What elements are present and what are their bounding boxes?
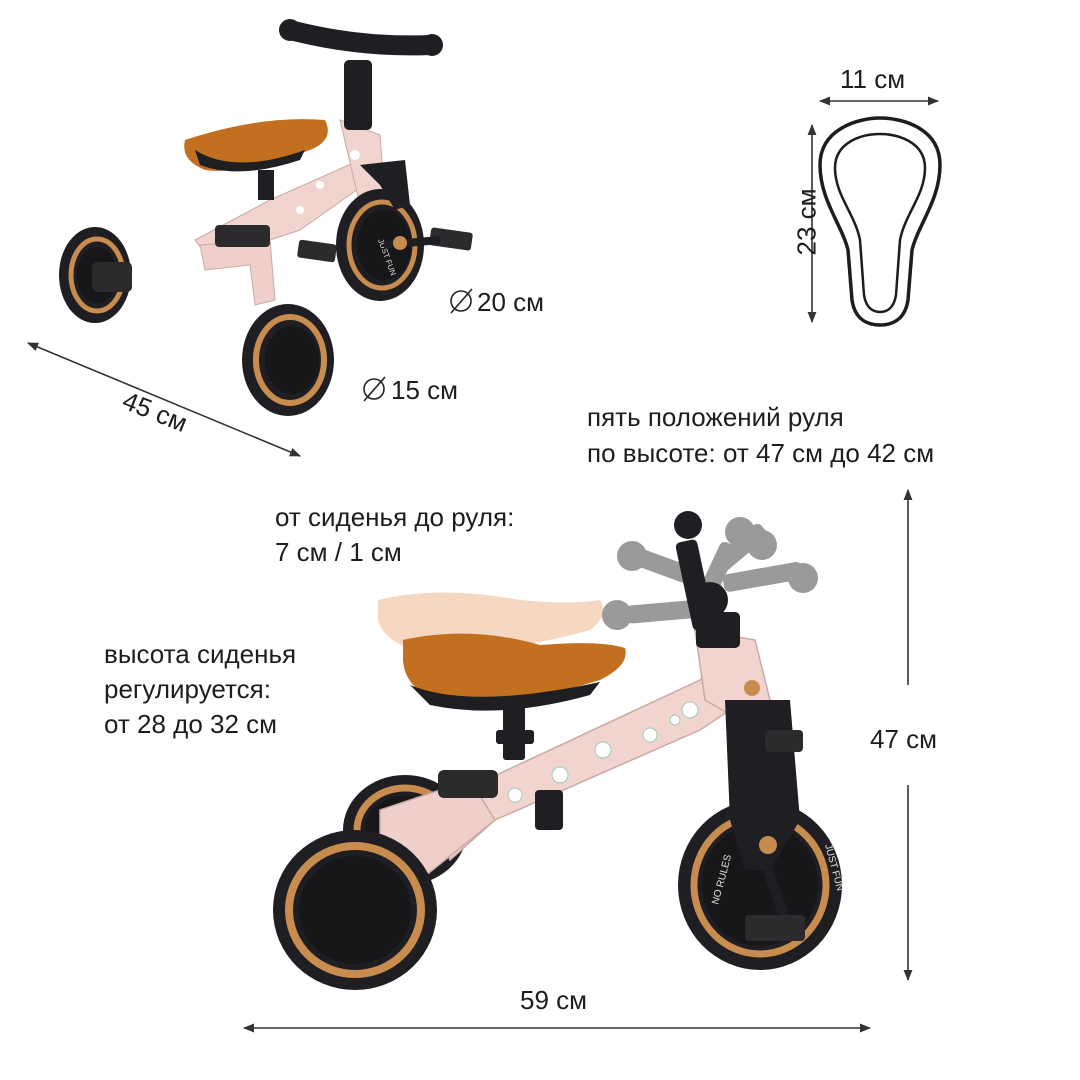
total-length-label: 59 см (520, 985, 588, 1015)
seat-outline (818, 116, 942, 327)
diameter-15-icon (363, 376, 386, 402)
seat-length-label: 23 см (791, 188, 822, 256)
rear-wheel-diameter-label: 15 см (391, 375, 459, 405)
diameter-20-icon (450, 288, 473, 314)
top-rear-left-wheel (59, 227, 132, 323)
dim-line-45 (26, 342, 302, 457)
total-height-label: 47 см (870, 724, 938, 754)
front-wheel-diameter-label: 20 см (477, 287, 545, 317)
top-bike: JUST FUN (59, 19, 473, 416)
handlebar-positions-line2: по высоте: от 47 см до 42 см (587, 438, 935, 468)
main-rear-near-wheel (273, 830, 437, 990)
seat-height-line3: от 28 до 32 см (104, 709, 278, 739)
main-front-wheel: NO RULES JUST FUN (678, 700, 845, 970)
seat-to-bar-line2: 7 см / 1 см (275, 537, 402, 567)
seat-width-label: 11 см (840, 64, 906, 94)
handlebar-positions-line1: пять положений руля (587, 402, 844, 432)
seat-height-line1: высота сиденья (104, 639, 297, 669)
seat-to-bar-line1: от сиденья до руля: (275, 502, 515, 532)
main-bike: NO RULES JUST FUN (273, 511, 845, 990)
seat-height-line2: регулируется: (104, 674, 271, 704)
top-front-wheel: JUST FUN (336, 160, 424, 301)
top-rear-right-wheel (242, 304, 334, 416)
